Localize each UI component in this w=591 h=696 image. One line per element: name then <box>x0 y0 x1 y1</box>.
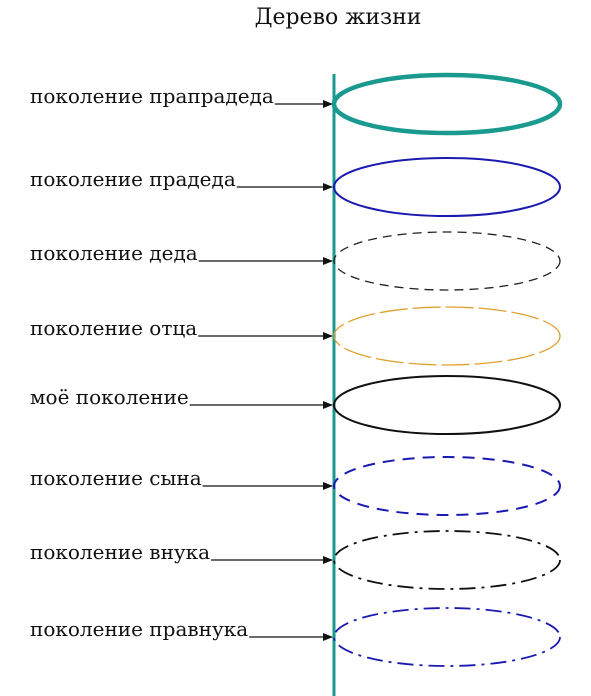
generation-label: поколение прапрадеда <box>30 84 274 108</box>
generation-ellipse <box>333 607 561 667</box>
generation-label: поколение правнука <box>30 617 248 641</box>
generation-ellipse <box>333 530 561 590</box>
generation-ellipse <box>333 456 561 516</box>
generation-label: поколение отца <box>30 316 197 340</box>
generations-group: поколение прапрадеда поколение прадеда пок… <box>30 72 563 667</box>
generation-ellipse <box>331 72 563 136</box>
generation-label: поколение сына <box>30 466 202 490</box>
generation-label: поколение внука <box>30 540 210 564</box>
generation-ellipse <box>333 306 561 366</box>
generation-ellipse <box>333 375 561 435</box>
generation-ellipse <box>333 231 561 291</box>
generation-label: моё поколение <box>30 385 189 409</box>
diagram-title: Дерево жизни <box>255 5 422 30</box>
generation-label: поколение деда <box>30 241 198 265</box>
generation-ellipse <box>333 157 561 217</box>
generation-label: поколение прадеда <box>30 167 236 191</box>
